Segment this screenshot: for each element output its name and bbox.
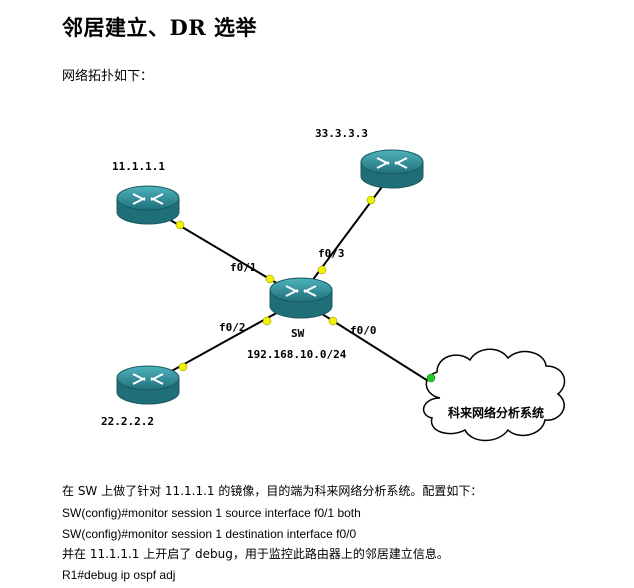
if-f03-label: f0/3 — [318, 247, 345, 260]
port-dot — [328, 316, 338, 326]
analyzer-port-dot — [426, 373, 436, 383]
r1-address: 11.1.1.1 — [112, 160, 165, 173]
cloud-label: 科来网络分析系统 — [448, 405, 544, 420]
port-dot — [178, 362, 188, 372]
router-arrows-icon — [285, 285, 317, 297]
port-dots — [175, 195, 436, 383]
if-f02-label: f0/2 — [219, 321, 246, 334]
r2-address: 22.2.2.2 — [101, 415, 154, 428]
link-r1-sw — [149, 207, 301, 298]
if-f00-label: f0/0 — [350, 324, 377, 337]
link-r2-sw — [149, 299, 301, 384]
port-dot — [317, 265, 327, 275]
description-line: 并在 11.1.1.1 上开启了 debug，用于监控此路由器上的邻居建立信息。 — [62, 547, 449, 561]
router-r2[interactable] — [116, 365, 180, 405]
topology-intro: 网络拓扑如下： — [62, 69, 154, 84]
config-line: SW(config)#monitor session 1 destination… — [62, 527, 357, 541]
config-line: SW(config)#monitor session 1 source inte… — [62, 506, 361, 520]
page-title: 邻居建立、DR 选举 — [62, 15, 257, 40]
port-dot — [175, 220, 185, 230]
port-dot — [366, 195, 376, 205]
port-dot — [262, 316, 272, 326]
network-topology-diagram: 科来网络分析系统 — [101, 127, 566, 442]
router-sw[interactable] — [269, 277, 333, 319]
r3-address: 33.3.3.3 — [315, 127, 368, 140]
router-arrows-icon — [132, 373, 164, 385]
router-arrows-icon — [376, 157, 408, 169]
router-arrows-icon — [132, 193, 164, 205]
analyzer-cloud: 科来网络分析系统 — [422, 348, 566, 442]
router-r1[interactable] — [116, 185, 180, 225]
description-line: 在 SW 上做了针对 11.1.1.1 的镜像，目的端为科来网络分析系统。配置如… — [62, 484, 483, 498]
sw-label: SW — [291, 327, 305, 340]
debug-command-line: R1#debug ip ospf adj — [62, 568, 176, 582]
router-r3[interactable] — [360, 149, 424, 189]
subnet-label: 192.168.10.0/24 — [247, 348, 347, 361]
if-f01-label: f0/1 — [230, 261, 257, 274]
link-r3-sw — [299, 171, 394, 298]
port-dot — [265, 274, 275, 284]
